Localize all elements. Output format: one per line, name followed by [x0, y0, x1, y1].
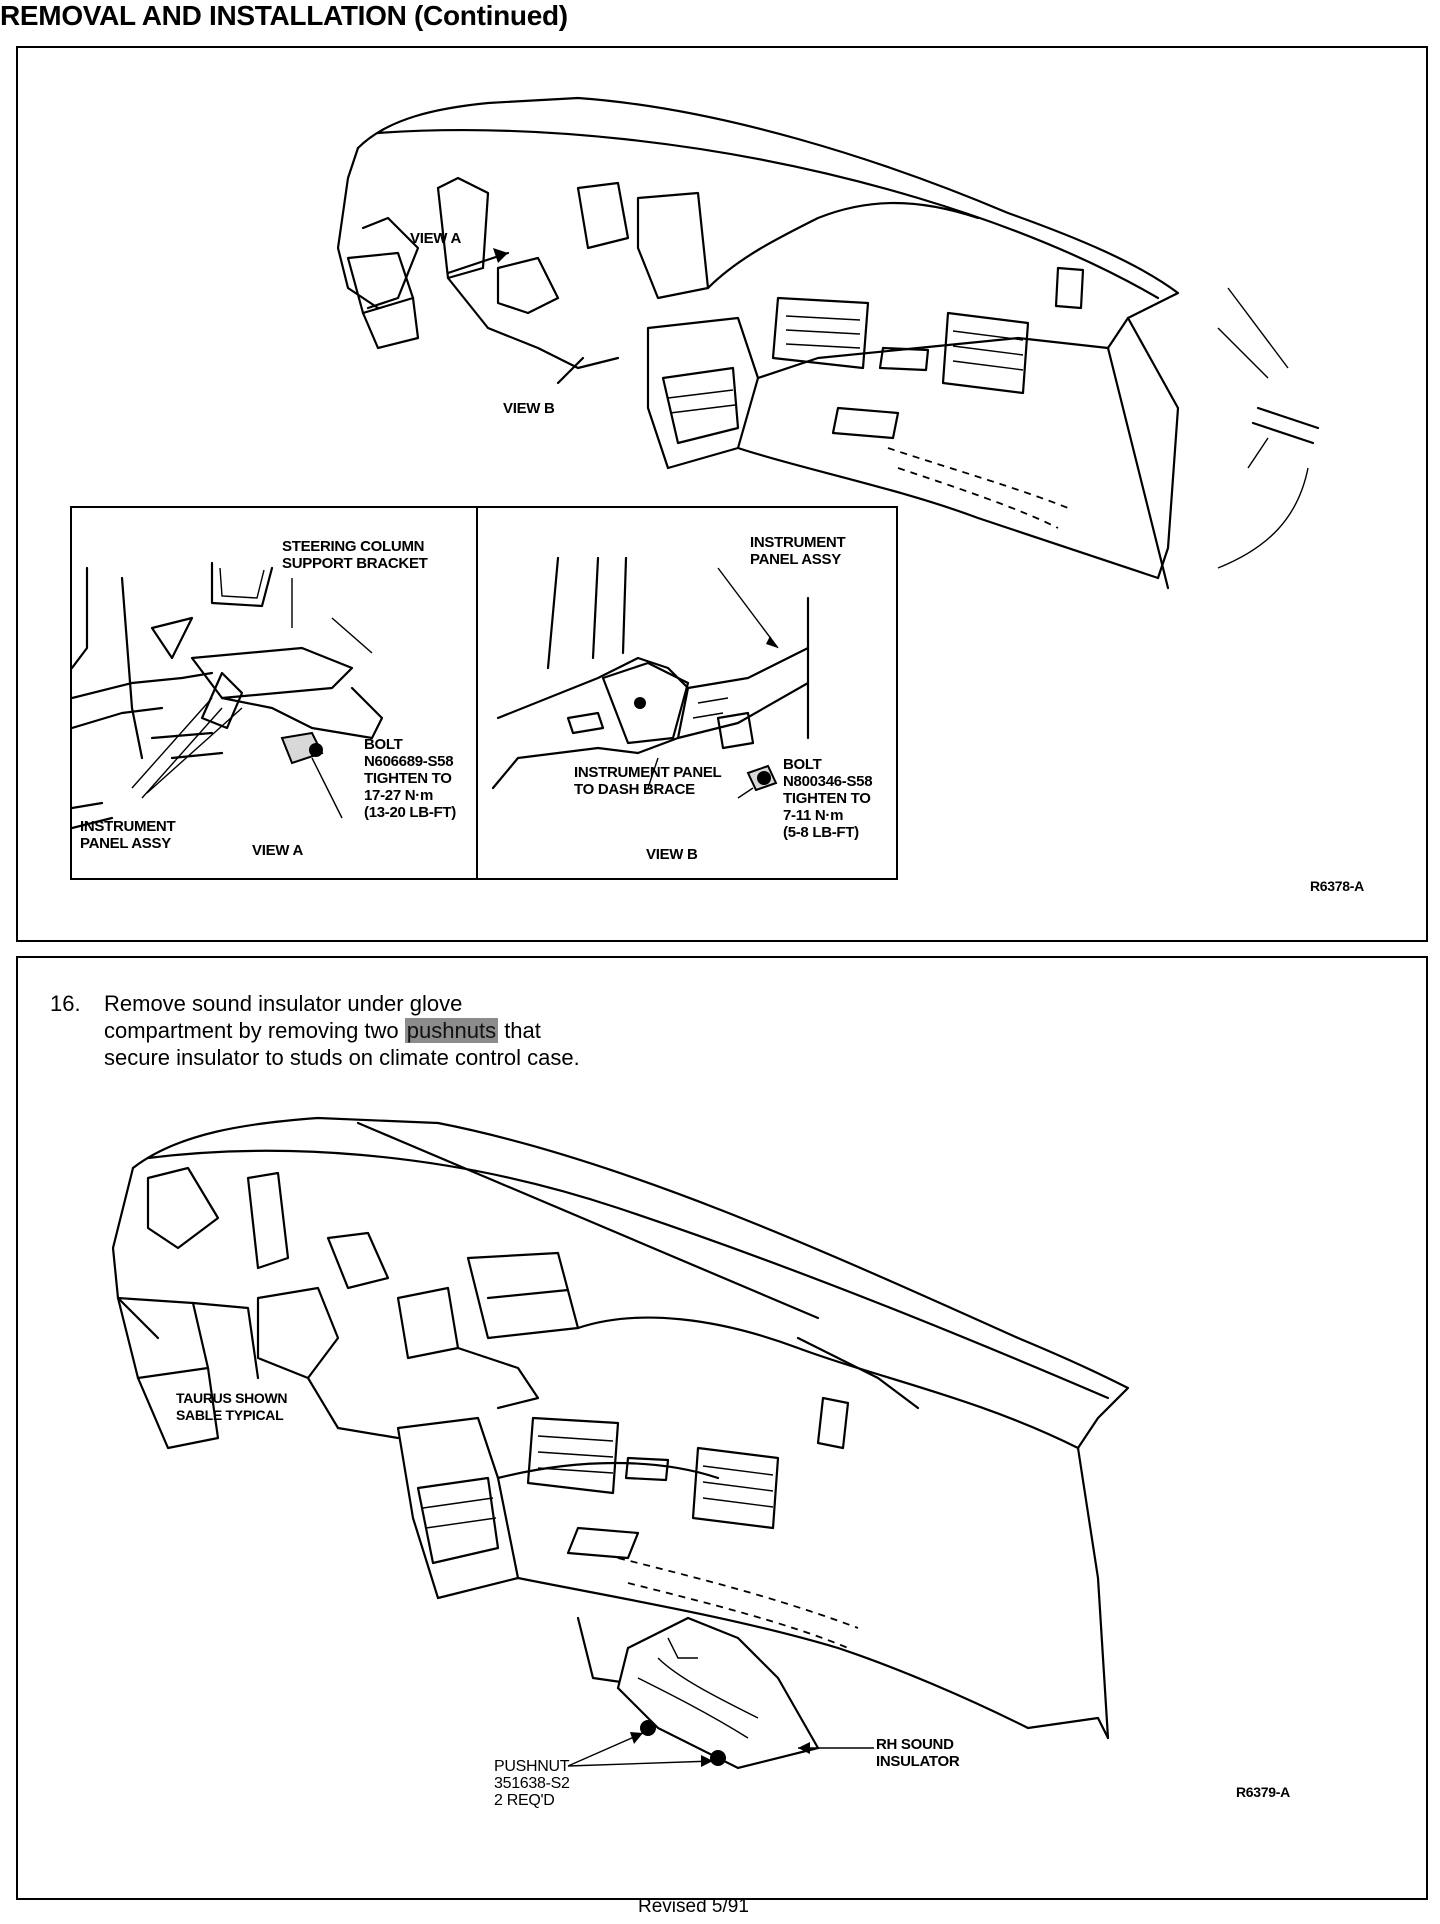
- steering-bracket-label: STEERING COLUMN SUPPORT BRACKET: [282, 538, 428, 572]
- step-text-line1: Remove sound insulator under glove: [104, 991, 463, 1016]
- highlighted-pushnuts: pushnuts: [404, 1018, 499, 1043]
- step-text-line2-post: that: [498, 1018, 541, 1043]
- figure-code-r6379: R6379-A: [1236, 1784, 1290, 1800]
- view-b-assy-label: INSTRUMENT PANEL ASSY: [750, 534, 846, 568]
- figure-panel-r6379: 16. Remove sound insulator under glove c…: [16, 956, 1428, 1900]
- view-a-inset: STEERING COLUMN SUPPORT BRACKET BOLT N60…: [70, 506, 478, 880]
- view-a-title: VIEW A: [252, 842, 303, 859]
- view-a-assy-label: INSTRUMENT PANEL ASSY: [80, 818, 176, 852]
- view-a-bolt-label: BOLT N606689-S58 TIGHTEN TO 17-27 N·m (1…: [364, 736, 456, 821]
- revision-footer: Revised 5/91: [638, 1896, 749, 1917]
- figure-panel-r6378: VIEW A VIEW B STEERING COLUMN SUPPORT BR…: [16, 46, 1428, 942]
- step-text-line2-pre: compartment by removing two: [104, 1018, 405, 1043]
- pushnut-label: PUSHNUT 351638-S2 2 REQ'D: [494, 1758, 570, 1809]
- overview-view-a-label: VIEW A: [410, 230, 461, 247]
- view-b-bolt-label: BOLT N800346-S58 TIGHTEN TO 7-11 N·m (5-…: [783, 756, 873, 841]
- step-text-line2: compartment by removing two pushnuts tha…: [104, 1017, 541, 1044]
- view-b-inset: INSTRUMENT PANEL ASSY INSTRUMENT PANEL T…: [476, 506, 898, 880]
- instrument-panel-overview-drawing: [336, 96, 1320, 590]
- rh-sound-insulator-label: RH SOUND INSULATOR: [876, 1736, 960, 1770]
- step-number: 16.: [50, 991, 81, 1016]
- model-note: TAURUS SHOWN SABLE TYPICAL: [176, 1390, 288, 1423]
- dashboard-insulator-drawing: [111, 1116, 1130, 1770]
- view-b-brace-label: INSTRUMENT PANEL TO DASH BRACE: [574, 764, 722, 798]
- overview-view-b-label: VIEW B: [503, 400, 555, 417]
- view-b-drawing: [491, 556, 810, 799]
- step-text-line3: secure insulator to studs on climate con…: [104, 1045, 580, 1070]
- view-b-title: VIEW B: [646, 846, 698, 863]
- figure-code-r6378: R6378-A: [1310, 878, 1364, 894]
- view-a-drawing: [72, 561, 384, 830]
- page-title: REMOVAL AND INSTALLATION (Continued): [0, 0, 568, 31]
